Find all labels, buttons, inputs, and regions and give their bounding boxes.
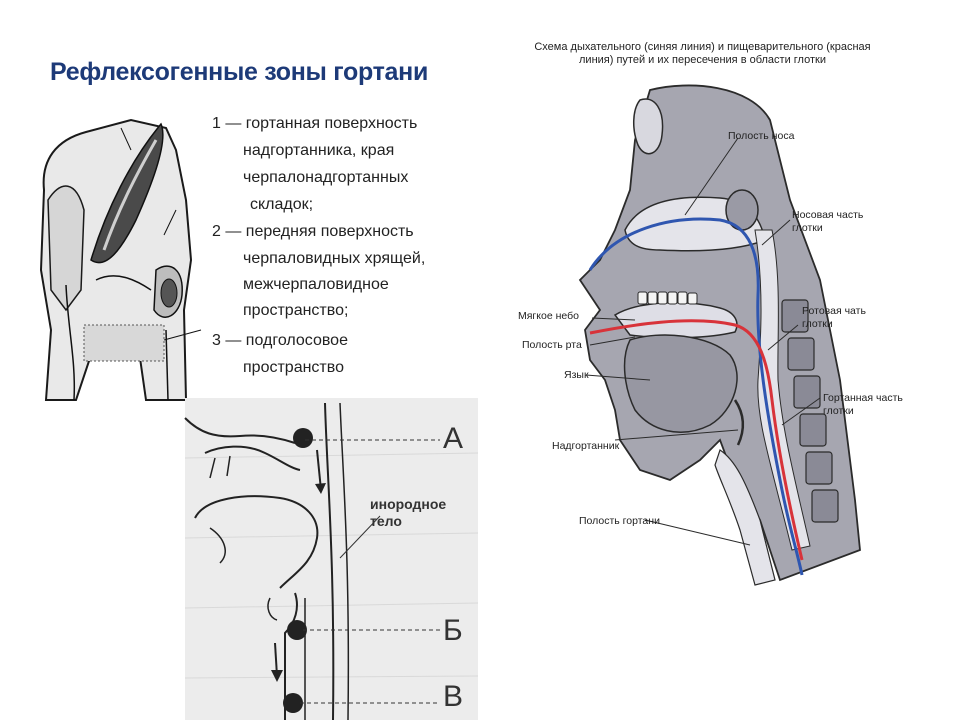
zone-2-line4: пространство;: [243, 302, 349, 319]
label-nasopharynx-line1: Носовая часть: [792, 209, 864, 221]
zone-1-line4: складок;: [250, 196, 314, 213]
larynx-reflex-zones-figure: [36, 110, 206, 401]
label-nasopharynx-line2: глотки: [792, 222, 823, 234]
label-oral-cavity: Полость рта: [522, 339, 582, 351]
label-laryngeal-cavity: Полость гортани: [579, 515, 660, 527]
zone-1-line3: черпалонадгортанных: [243, 169, 409, 186]
scheme-title-line1: Схема дыхательного (синяя линия) и пищев…: [534, 41, 871, 53]
digestive-path-red: [589, 319, 804, 561]
label-epiglottis: Надгортанник: [552, 440, 620, 452]
level-b-label: Б: [443, 614, 463, 647]
label-oropharynx-line1: Ротовая чать: [802, 305, 866, 317]
zone-2-line3: межчерпаловидное: [243, 276, 389, 293]
zone-2-line1: 2 — передняя поверхность: [212, 223, 414, 240]
scheme-title-line2: линия) путей и их пересечения в области …: [579, 54, 826, 66]
vertebrae: [781, 299, 839, 523]
label-soft-palate: Мягкое небо: [518, 310, 579, 322]
label-oropharynx-line2: глотки: [802, 318, 833, 330]
zone-2-line2: черпаловидных хрящей,: [243, 250, 426, 267]
label-laryngopharynx-line1: Гортанная часть: [823, 392, 903, 404]
larynx-shape: [714, 449, 776, 586]
respiratory-path-blue: [588, 217, 804, 576]
tongue-shape: [623, 334, 738, 433]
foreign-body-diagram: [184, 398, 479, 720]
label-tongue: Язык: [564, 369, 589, 381]
respiratory-digestive-scheme: [578, 84, 861, 586]
zone-3-line1: 3 — подголосовое: [212, 332, 348, 349]
slide-title: Рефлексогенные зоны гортани: [50, 58, 429, 86]
zone-3-line2: пространство: [243, 359, 344, 376]
label-nasal-cavity: Полость носа: [728, 130, 795, 142]
level-a-label: А: [443, 422, 464, 455]
scheme-title: Схема дыхательного (синяя линия) и пищев…: [505, 41, 900, 67]
zone-1-line2: надгортанника, края: [243, 142, 395, 159]
level-c-label: В: [443, 680, 464, 713]
label-laryngopharynx-line2: глотки: [823, 405, 854, 417]
foreign-body-label-line2: тело: [370, 513, 402, 529]
zone-1-line1: 1 — гортанная поверхность: [212, 115, 418, 132]
foreign-body-label-line1: инородное: [370, 496, 447, 512]
